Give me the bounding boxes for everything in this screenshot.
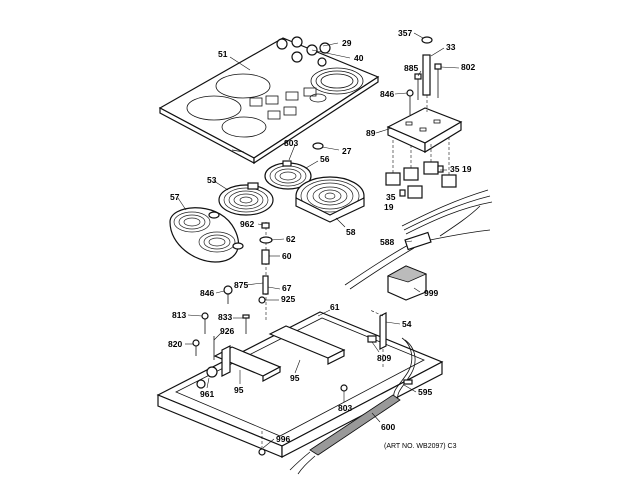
- bag-999: [386, 265, 428, 301]
- screw-846-lower: [223, 285, 233, 304]
- callout-29: 29: [342, 38, 352, 48]
- surface-unit-53: [218, 182, 274, 216]
- callout-56: 56: [320, 154, 330, 164]
- screw-803-lower: [340, 384, 348, 392]
- callout-357: 357: [398, 28, 412, 38]
- callout-27: 27: [342, 146, 352, 156]
- infinite-switches: [385, 135, 457, 199]
- callout-846-lower: 846: [200, 288, 214, 298]
- callout-803-lower: 803: [338, 403, 352, 413]
- callout-820: 820: [168, 339, 182, 349]
- callout-40: 40: [354, 53, 364, 63]
- callout-813: 813: [172, 310, 186, 320]
- callout-588: 588: [380, 237, 394, 247]
- callout-53: 53: [207, 175, 217, 185]
- bracket-95: [213, 325, 346, 382]
- leader-lines: [177, 32, 460, 449]
- callout-802: 802: [461, 62, 475, 72]
- wire-leads: [393, 337, 416, 401]
- callout-833: 833: [218, 312, 232, 322]
- art-number: (ART NO. WB2097) C3: [384, 443, 457, 450]
- callout-19-left: 19: [384, 202, 394, 212]
- callout-58: 58: [346, 227, 356, 237]
- surface-unit-56: [264, 160, 312, 190]
- conduit-600: [289, 394, 401, 475]
- callout-996: 996: [276, 434, 290, 444]
- callout-809: 809: [377, 353, 391, 363]
- callout-961: 961: [200, 389, 214, 399]
- screw-802: [434, 63, 442, 98]
- control-bracket-89: [386, 107, 463, 154]
- callout-57: 57: [170, 192, 180, 202]
- callout-54: 54: [402, 319, 412, 329]
- switch-shaft-33: [421, 36, 433, 112]
- callout-925: 925: [281, 294, 295, 304]
- callout-51: 51: [218, 49, 228, 59]
- callout-95-left: 95: [234, 385, 244, 395]
- screw-846-top: [406, 89, 414, 115]
- callout-803-top: 803: [284, 138, 298, 148]
- center-hardware: [258, 222, 273, 322]
- callout-19-right: 19: [462, 164, 472, 174]
- callout-35-right: 35: [450, 164, 460, 174]
- callout-labels: 51 29 40 27 357 33 885 802 846 89 35 19 …: [168, 28, 475, 450]
- cooktop-glass-51: [158, 36, 380, 165]
- connector-588: [404, 231, 432, 251]
- callout-62: 62: [286, 234, 296, 244]
- callout-595: 595: [418, 387, 432, 397]
- callout-95-right: 95: [290, 373, 300, 383]
- callout-60: 60: [282, 251, 292, 261]
- bracket-54: [369, 309, 387, 368]
- callout-35-left: 35: [386, 192, 396, 202]
- screw-813: [201, 312, 209, 334]
- bridge-unit-57: [169, 207, 244, 263]
- callout-67: 67: [282, 283, 292, 293]
- screw-996: [258, 430, 266, 456]
- screw-833: [242, 314, 250, 334]
- callout-89: 89: [366, 128, 376, 138]
- clip-27: [312, 142, 324, 150]
- callout-885: 885: [404, 63, 418, 73]
- surface-unit-58: [295, 176, 365, 223]
- screw-820: [192, 339, 200, 356]
- clip-809: [367, 335, 377, 343]
- wire-harness: [344, 189, 493, 290]
- burner-box-61: [156, 311, 444, 458]
- callout-926: 926: [220, 326, 234, 336]
- screw-885: [414, 73, 422, 100]
- callout-962: 962: [240, 219, 254, 229]
- callout-61: 61: [330, 302, 340, 312]
- callout-875: 875: [234, 280, 248, 290]
- callout-33: 33: [446, 42, 456, 52]
- callout-999: 999: [424, 288, 438, 298]
- callout-600: 600: [381, 422, 395, 432]
- callout-846-top: 846: [380, 89, 394, 99]
